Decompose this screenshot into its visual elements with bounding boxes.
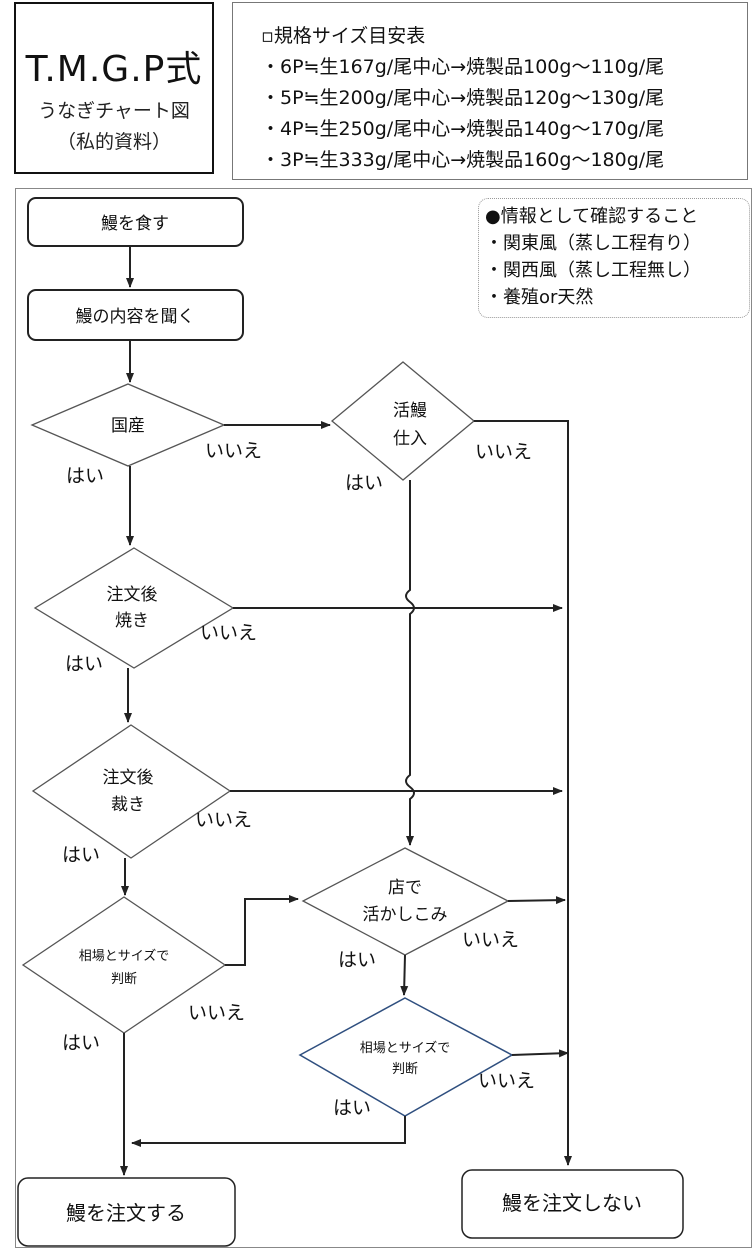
start-label: 鰻を食す	[101, 214, 169, 234]
yes-label: はい	[345, 472, 383, 494]
cut-diamond	[31, 724, 232, 859]
no-label: いいえ	[478, 1070, 535, 1092]
info-box: ●情報として確認すること ・関東風（蒸し工程有り） ・関西風（蒸し工程無し） ・…	[478, 198, 750, 318]
size-row: ・3P≒生333g/尾中心→焼製品160g～180g/尾	[261, 149, 665, 171]
cut-label: 裁き	[111, 795, 145, 815]
info-item: ・養殖or天然	[485, 287, 594, 308]
store-label: 活かしこみ	[363, 905, 448, 925]
yes-label: はい	[62, 844, 100, 866]
yes-label: はい	[62, 1032, 100, 1054]
judge2-label: 判断	[392, 1062, 418, 1077]
size-row: ・4P≒生250g/尾中心→焼製品140g～170g/尾	[261, 118, 665, 140]
size-row: ・5P≒生200g/尾中心→焼製品120g～130g/尾	[261, 87, 665, 109]
no-label: いいえ	[200, 622, 257, 644]
live-eel-label: 活鰻	[393, 401, 427, 421]
no-label: いいえ	[205, 440, 262, 462]
live-eel-diamond	[330, 361, 476, 481]
no-label: いいえ	[188, 1002, 245, 1024]
info-heading: ●情報として確認すること	[485, 206, 699, 227]
yes-label: はい	[65, 653, 103, 675]
title-box: T.M.G.P式 うなぎチャート図 （私的資料）	[14, 2, 214, 174]
arrow	[474, 420, 572, 1166]
grill-label: 焼き	[115, 611, 149, 631]
yes-label: はい	[66, 465, 104, 487]
title-main: T.M.G.P式	[25, 49, 203, 90]
no-label: いいえ	[462, 929, 519, 951]
size-row: ・6P≒生167g/尾中心→焼製品100g～110g/尾	[261, 56, 665, 78]
grill-diamond	[33, 547, 235, 669]
judge2-label: 相場とサイズで	[360, 1040, 451, 1056]
grill-label: 注文後	[107, 585, 158, 605]
order-box	[17, 1177, 236, 1247]
judge-label: 判断	[111, 972, 137, 987]
ask-label: 鰻の内容を聞く	[76, 307, 195, 327]
arrow	[131, 1116, 406, 1147]
judge-label: 相場とサイズで	[79, 948, 170, 964]
arrow	[400, 954, 409, 996]
flowchart-frame	[15, 188, 752, 1248]
yes-label: はい	[338, 949, 376, 971]
domestic-label: 国産	[111, 416, 145, 436]
size-table: ▫規格サイズ目安表 ・6P≒生167g/尾中心→焼製品100g～110g/尾 ・…	[232, 2, 748, 180]
no-order-label: 鰻を注文しない	[502, 1191, 642, 1215]
info-item: ・関西風（蒸し工程無し）	[485, 260, 701, 281]
title-subtitle: うなぎチャート図	[38, 100, 190, 122]
judge2-diamond	[298, 997, 514, 1117]
no-label: いいえ	[475, 441, 532, 463]
cut-label: 注文後	[103, 768, 154, 788]
no-label: いいえ	[195, 809, 252, 831]
size-table-heading: ▫規格サイズ目安表	[261, 25, 426, 47]
order-label: 鰻を注文する	[66, 1201, 186, 1225]
live-eel-label: 仕入	[393, 429, 427, 449]
arrow	[225, 895, 299, 966]
start-box	[27, 197, 244, 247]
store-label: 店で	[388, 878, 422, 898]
no-order-box	[461, 1169, 684, 1239]
domestic-diamond	[30, 383, 226, 467]
arrow	[507, 896, 566, 905]
arrow	[511, 1049, 569, 1058]
yes-label: はい	[333, 1097, 371, 1119]
info-item: ・関東風（蒸し工程有り）	[485, 233, 701, 254]
title-note: （私的資料）	[56, 131, 171, 153]
ask-box	[27, 289, 244, 341]
